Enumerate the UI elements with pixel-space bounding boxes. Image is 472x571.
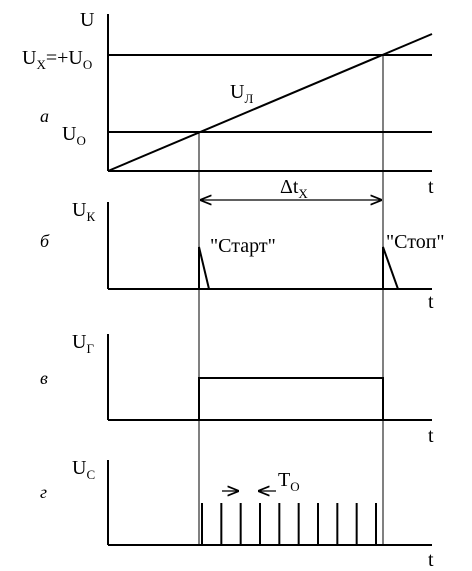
interval-label: ΔtХ — [280, 176, 308, 201]
panel-v: UГ в t — [40, 331, 434, 447]
panel-a-letter: а — [40, 106, 49, 126]
panel-a-y-label: U — [80, 9, 95, 31]
panel-g-y-label: UС — [72, 457, 95, 482]
stop-pulse — [382, 246, 399, 290]
ramp-line — [107, 33, 433, 172]
panel-a-x-label: t — [428, 176, 434, 198]
panel-a: U UХ=+UО а UО UЛ t — [22, 9, 434, 198]
level-top-label: UХ=+UО — [22, 47, 92, 72]
interval-marker: ΔtХ — [201, 176, 381, 201]
panel-b-y-label: UК — [72, 199, 95, 224]
panel-b-x-label: t — [428, 291, 434, 313]
panel-b-letter: б — [40, 231, 50, 251]
panel-g: TО UС г t — [40, 457, 434, 571]
panel-v-letter: в — [40, 368, 48, 388]
period-label: TО — [278, 469, 300, 494]
panel-g-letter: г — [40, 482, 47, 502]
stop-label: "Стоп" — [386, 231, 445, 253]
panel-g-x-label: t — [428, 549, 434, 571]
level-bottom-label: UО — [62, 123, 86, 148]
gate-pulse — [198, 377, 384, 420]
panel-b: UК б "Старт" "Стоп" t — [40, 199, 445, 313]
pulse-train — [201, 503, 377, 545]
start-pulse — [198, 246, 210, 290]
start-label: "Старт" — [210, 235, 276, 257]
panel-v-x-label: t — [428, 425, 434, 447]
ramp-label: UЛ — [230, 81, 253, 106]
panel-v-y-label: UГ — [72, 331, 94, 356]
